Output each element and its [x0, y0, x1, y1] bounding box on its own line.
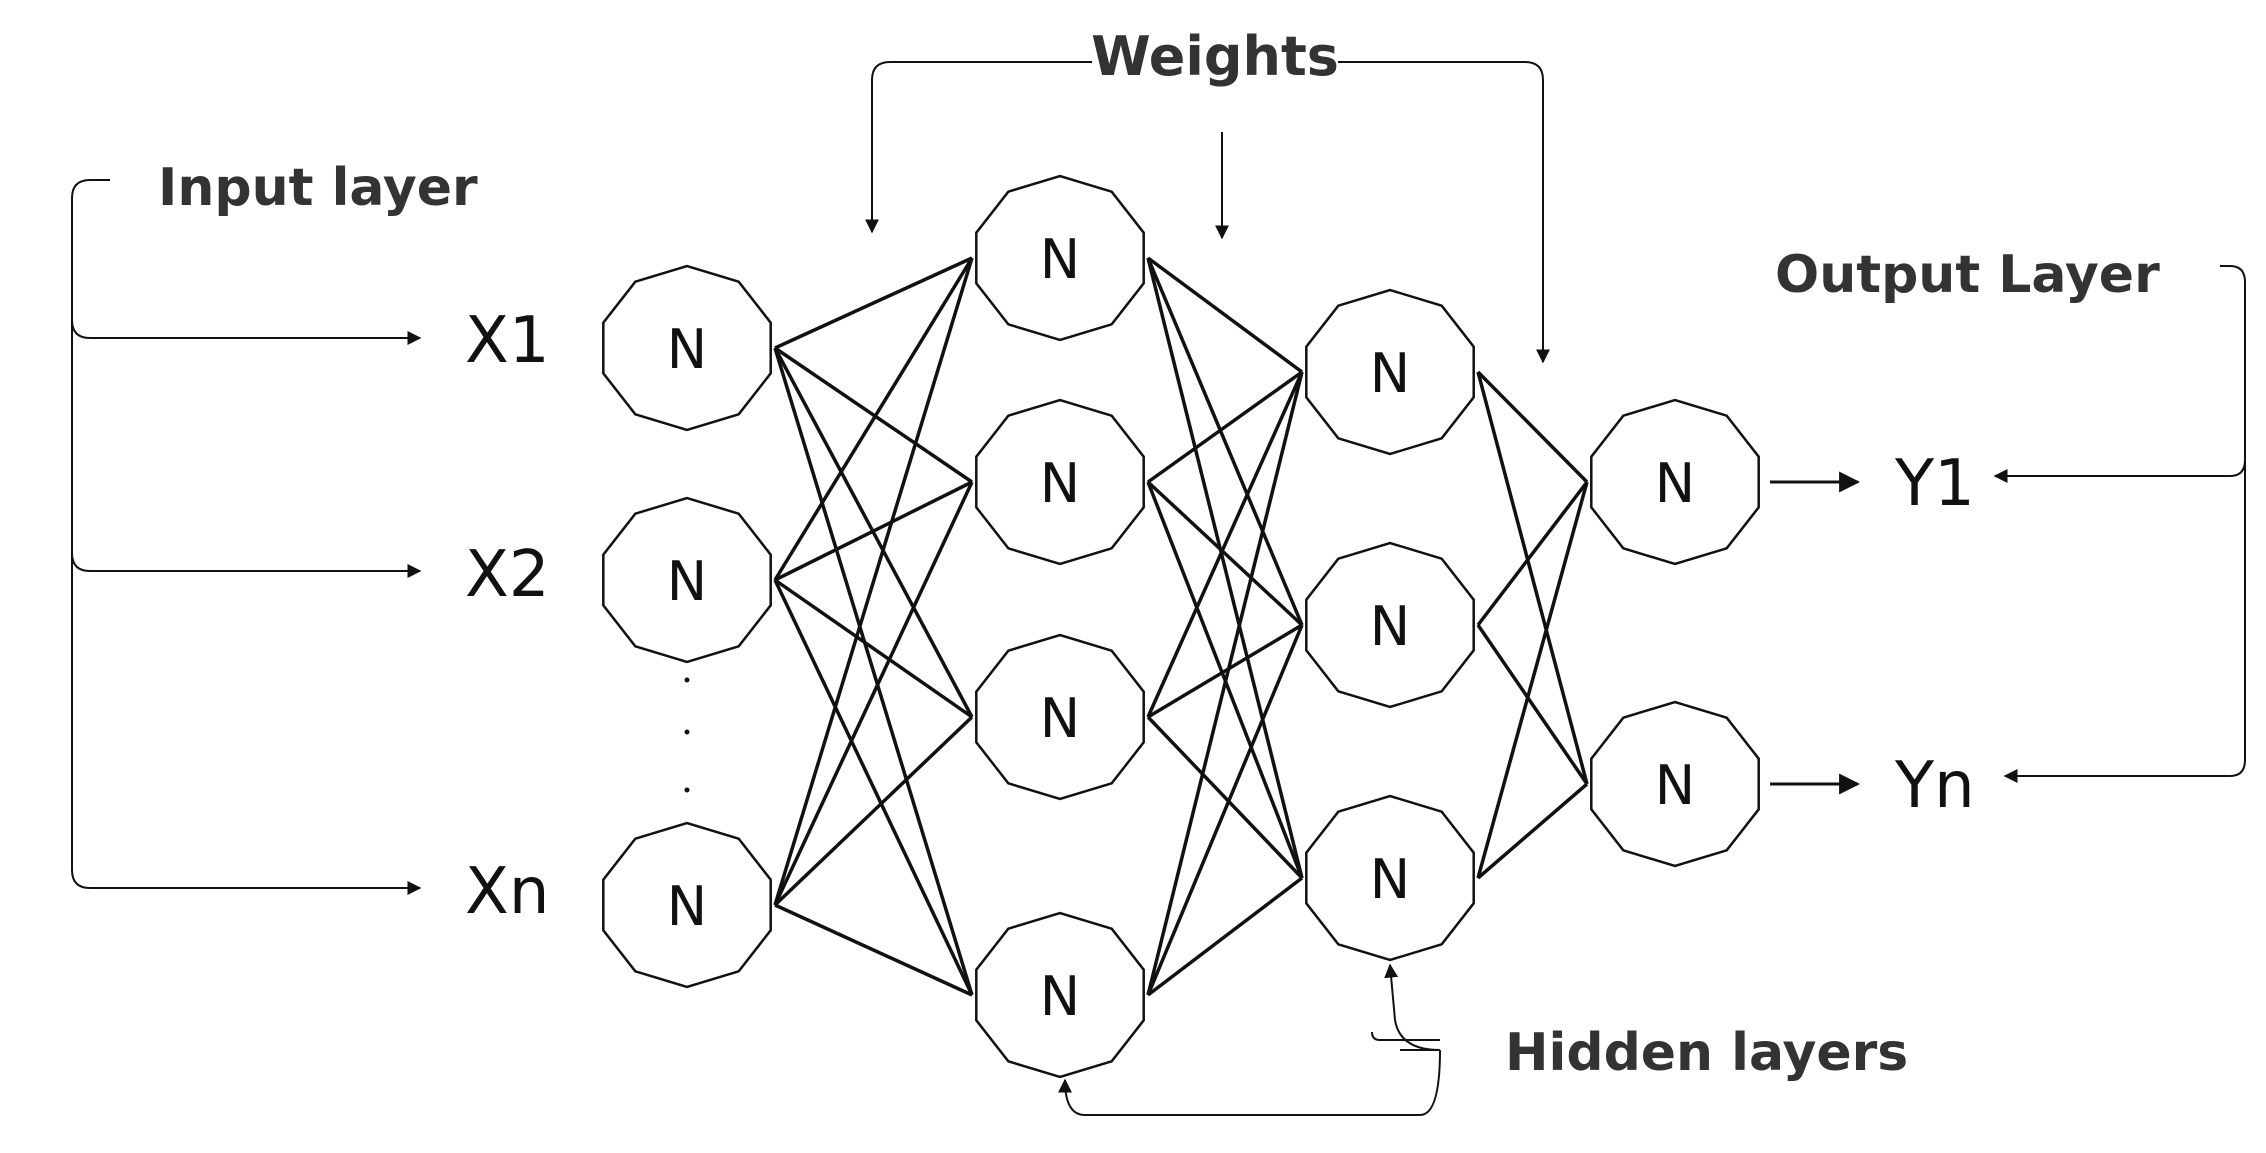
weights-bracket — [865, 61, 1550, 364]
connection-l0-2-1 — [773, 481, 974, 906]
connection-l0-1-2 — [774, 578, 973, 719]
ellipsis-dots — [684, 677, 690, 793]
neuron-shape — [602, 821, 772, 989]
neuron-hidden-1-4: N — [975, 911, 1145, 1079]
neuron-hidden-1-2: N — [975, 398, 1145, 566]
connection-l2-1-1 — [1476, 624, 1589, 785]
neuron-shape — [1305, 541, 1475, 709]
neuron-shape — [975, 911, 1145, 1079]
connection-l1-2-0 — [1146, 371, 1304, 718]
connection-l0-1-3 — [773, 579, 974, 996]
neuron-label: N — [667, 318, 707, 381]
output-label-yn: Yn — [1894, 749, 1975, 823]
neuron-label: N — [1040, 228, 1080, 291]
input-layer-label: Input layer — [158, 158, 478, 218]
neurons: N N N N N N N N N N N N — [602, 174, 1760, 1079]
output-arrows — [1770, 471, 1861, 795]
neuron-shape — [1305, 288, 1475, 456]
neuron-hidden-2-3: N — [1305, 794, 1475, 962]
input-label-x1: X1 — [465, 304, 550, 378]
neuron-shape — [1590, 398, 1760, 566]
neuron-shape — [602, 496, 772, 664]
connection-l1-3-2 — [1146, 876, 1304, 997]
neuron-hidden-2-2: N — [1305, 541, 1475, 709]
connection-l2-0-0 — [1476, 370, 1589, 484]
connection-l0-0-1 — [774, 346, 973, 484]
connection-l0-2-2 — [773, 715, 974, 907]
output-layer-label: Output Layer — [1775, 245, 2160, 305]
neuron-shape — [975, 398, 1145, 566]
input-label-xn: Xn — [465, 855, 549, 929]
neuron-shape — [975, 633, 1145, 801]
input-label-x2: X2 — [465, 538, 550, 612]
neuron-input-3: N — [602, 821, 772, 989]
neuron-label: N — [1655, 452, 1695, 515]
connection-l2-1-0 — [1476, 480, 1589, 627]
output-bracket — [1993, 265, 2246, 783]
connection-l2-2-1 — [1476, 782, 1589, 880]
neuron-label: N — [1655, 754, 1695, 817]
neuron-shape — [975, 174, 1145, 342]
input-bracket — [71, 179, 422, 895]
neuron-output-1: N — [1590, 398, 1760, 566]
connection-l1-3-0 — [1146, 371, 1304, 996]
neuron-label: N — [667, 550, 707, 613]
connections — [773, 256, 1589, 997]
connection-l1-0-1 — [1146, 257, 1304, 626]
connection-l1-0-2 — [1146, 257, 1304, 879]
neuron-label: N — [1040, 687, 1080, 750]
neuron-label: N — [1370, 342, 1410, 405]
connection-l0-2-0 — [773, 257, 974, 906]
connection-l1-3-1 — [1146, 624, 1304, 996]
neuron-shape — [1305, 794, 1475, 962]
connection-l1-0-0 — [1146, 256, 1304, 374]
neuron-hidden-1-3: N — [975, 633, 1145, 801]
connection-l2-0-1 — [1476, 371, 1589, 785]
connection-l0-0-0 — [774, 256, 973, 350]
neuron-input-2: N — [602, 496, 772, 664]
neuron-label: N — [1040, 965, 1080, 1028]
neuron-label: N — [667, 875, 707, 938]
connection-l1-1-1 — [1146, 480, 1304, 627]
weights-label: Weights — [1091, 25, 1339, 88]
connection-l0-1-1 — [774, 480, 973, 582]
neuron-label: N — [1040, 452, 1080, 515]
neuron-hidden-1-1: N — [975, 174, 1145, 342]
neuron-input-1: N — [602, 264, 772, 432]
connection-l2-2-0 — [1476, 481, 1589, 879]
neuron-label: N — [1370, 848, 1410, 911]
hidden-layers-pointer — [1371, 1031, 1440, 1041]
connection-l1-2-2 — [1146, 715, 1304, 880]
connection-l1-1-0 — [1146, 370, 1304, 484]
hidden-layers-label: Hidden layers — [1505, 1023, 1908, 1083]
connection-l0-0-3 — [773, 347, 974, 996]
neuron-shape — [602, 264, 772, 432]
neuron-output-2: N — [1590, 700, 1760, 868]
neuron-shape — [1590, 700, 1760, 868]
neuron-label: N — [1370, 595, 1410, 658]
connection-l0-1-0 — [773, 257, 974, 581]
connection-l1-2-1 — [1147, 623, 1303, 719]
neuron-hidden-2-1: N — [1305, 288, 1475, 456]
output-label-y1: Y1 — [1894, 447, 1975, 521]
connection-l0-2-3 — [774, 903, 973, 997]
